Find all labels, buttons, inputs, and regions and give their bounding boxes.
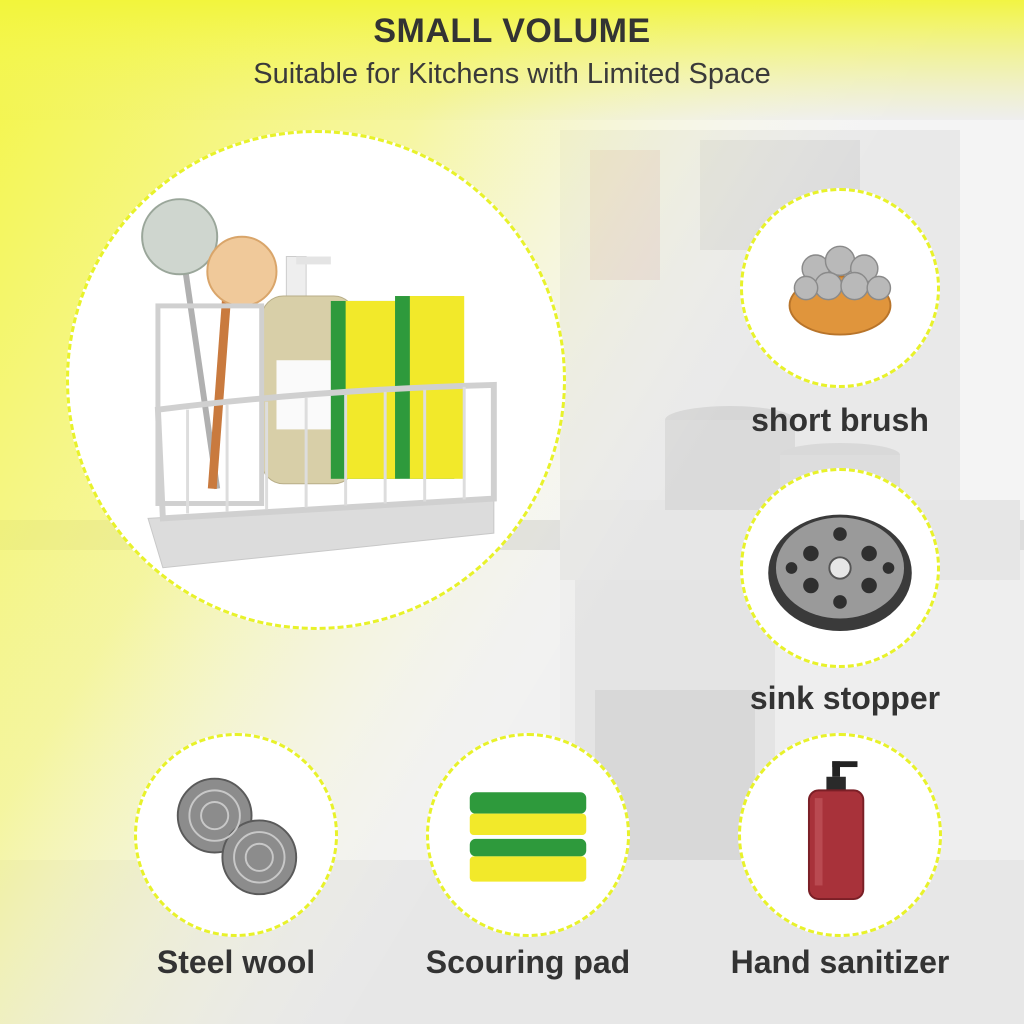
steel-wool-label: Steel wool <box>156 944 316 980</box>
sink-stopper-circle <box>740 468 940 668</box>
short-brush-icon <box>788 245 892 336</box>
steel-wool-circle <box>134 733 338 937</box>
scouring-pad-circle <box>426 733 630 937</box>
main-product-circle <box>66 130 566 630</box>
scouring-pad-icon <box>469 792 587 882</box>
scouring-pad-label: Scouring pad <box>425 944 631 980</box>
page-title: SMALL VOLUME <box>373 12 651 50</box>
hand-sanitizer-icon <box>807 761 865 901</box>
short-brush-label: short brush <box>751 402 929 438</box>
sink-stopper-icon <box>768 514 912 632</box>
hand-sanitizer-label: Hand sanitizer <box>730 944 950 980</box>
hand-sanitizer-circle <box>738 733 942 937</box>
sink-stopper-label: sink stopper <box>749 680 941 716</box>
page-subtitle: Suitable for Kitchens with Limited Space <box>253 58 771 90</box>
steel-wool-icon <box>176 777 298 896</box>
caddy-organizer-illustration <box>141 198 497 569</box>
short-brush-circle <box>740 188 940 388</box>
